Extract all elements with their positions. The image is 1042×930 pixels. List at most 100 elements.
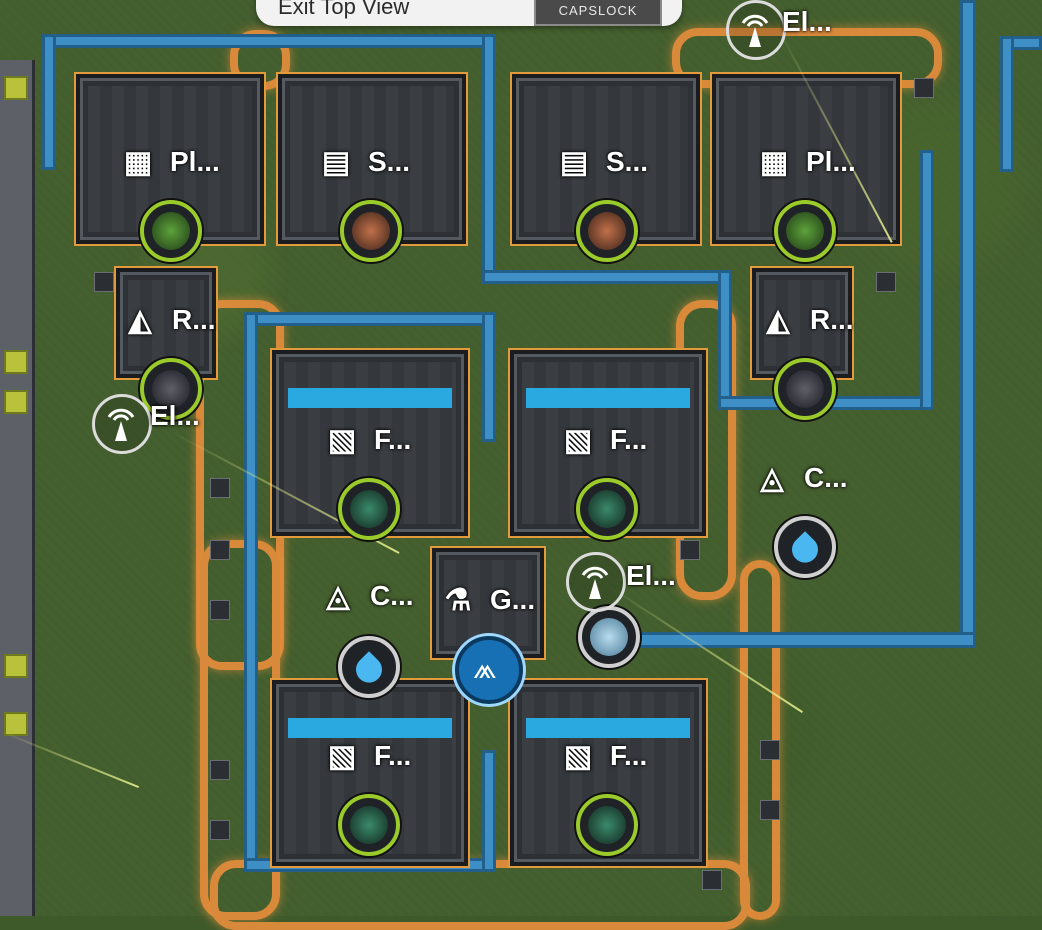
exit-top-view-label[interactable]: Exit Top View: [278, 0, 410, 19]
label-text: F...: [374, 424, 412, 455]
flask-icon: ⚗: [444, 583, 472, 617]
pipe-segment: [482, 312, 496, 442]
depot-hub[interactable]: ⩕: [455, 636, 523, 704]
label-text: S...: [606, 146, 649, 177]
item-slot-powder[interactable]: [578, 606, 640, 668]
capslock-key-hint: CAPSLOCK: [534, 0, 662, 26]
exit-top-view-bar[interactable]: Exit Top View CAPSLOCK: [256, 0, 682, 26]
filling-icon: ▧: [327, 423, 357, 457]
label-text: El...: [782, 6, 832, 37]
label-seed-unit: ▤ S...: [548, 142, 648, 182]
stripe-banner: [526, 388, 690, 408]
refining-icon: ◭: [128, 303, 152, 337]
label-text: F...: [374, 740, 412, 771]
label-text: F...: [610, 424, 648, 455]
pipe-segment: [42, 34, 496, 48]
pipe-segment: [244, 312, 494, 326]
collector-icon: ◬: [326, 579, 350, 613]
item-slot-crystal[interactable]: [576, 478, 638, 540]
label-collector: ◬ C...: [312, 576, 414, 616]
depot-hub-icon: ⩕: [473, 652, 497, 685]
seed-picking-icon: ▤: [559, 145, 589, 179]
belt-node: [210, 600, 230, 620]
label-grinding-unit: ⚗ G...: [432, 580, 536, 620]
belt-node: [680, 540, 700, 560]
label-text: El...: [626, 560, 676, 591]
signal-tower-icon: [107, 408, 135, 441]
belt-node: [94, 272, 114, 292]
planting-icon: ▦: [123, 145, 153, 179]
filling-icon: ▧: [563, 739, 593, 773]
refining-unit[interactable]: [752, 268, 852, 378]
label-text: S...: [368, 146, 411, 177]
belt-node: [760, 800, 780, 820]
filling-unit[interactable]: [272, 680, 468, 866]
belt-node: [210, 820, 230, 840]
label-filling-unit: ▧ F...: [316, 420, 412, 460]
label-planting-unit: ▦ Pl...: [748, 142, 856, 182]
collector-icon: ◬: [760, 461, 784, 495]
belt-node: [210, 478, 230, 498]
rail-node: [4, 76, 28, 100]
filling-icon: ▧: [327, 739, 357, 773]
electric-pylon[interactable]: [726, 0, 786, 60]
label-text: C...: [804, 462, 848, 493]
water-drop-icon: [786, 531, 824, 568]
pipe-segment: [42, 34, 56, 170]
pipe-segment: [244, 312, 258, 872]
belt-node: [876, 272, 896, 292]
label-refining-unit: ◭ R...: [114, 300, 216, 340]
electric-pylon[interactable]: [566, 552, 626, 612]
item-slot-seed[interactable]: [576, 200, 638, 262]
filling-icon: ▧: [563, 423, 593, 457]
item-slot-crystal[interactable]: [576, 794, 638, 856]
label-text: El...: [150, 400, 200, 431]
left-rail-conveyor: [0, 60, 35, 916]
label-filling-unit: ▧ F...: [316, 736, 412, 776]
pipe-segment: [600, 632, 976, 648]
label-text: F...: [610, 740, 648, 771]
item-slot-plant[interactable]: [140, 200, 202, 262]
stripe-banner: [288, 388, 452, 408]
item-slot-crystal[interactable]: [338, 794, 400, 856]
stripe-banner: [526, 718, 690, 738]
pipe-segment: [920, 150, 934, 410]
rail-node: [4, 712, 28, 736]
pipe-segment: [482, 34, 496, 284]
signal-tower-icon: [581, 566, 609, 599]
label-planting-unit: ▦ Pl...: [112, 142, 220, 182]
item-slot-plant[interactable]: [774, 200, 836, 262]
signal-tower-icon: [741, 14, 769, 47]
belt-node: [914, 78, 934, 98]
label-filling-unit: ▧ F...: [552, 736, 648, 776]
label-text: Pl...: [806, 146, 856, 177]
item-slot-water[interactable]: [774, 516, 836, 578]
item-slot-crystal[interactable]: [338, 478, 400, 540]
pipe-segment: [482, 270, 732, 284]
label-text: R...: [810, 304, 854, 335]
belt-node: [760, 740, 780, 760]
pipe-segment: [960, 0, 976, 648]
label-electric-pylon: El...: [782, 6, 832, 38]
item-slot-water[interactable]: [338, 636, 400, 698]
item-slot-seed[interactable]: [340, 200, 402, 262]
label-text: G...: [490, 584, 536, 615]
label-text: R...: [172, 304, 216, 335]
label-refining-unit: ◭ R...: [752, 300, 854, 340]
electric-pylon[interactable]: [92, 394, 152, 454]
seed-picking-icon: ▤: [321, 145, 351, 179]
rail-node: [4, 390, 28, 414]
label-collector: ◬ C...: [746, 458, 848, 498]
label-filling-unit: ▧ F...: [552, 420, 648, 460]
item-slot-ore[interactable]: [140, 358, 202, 420]
pipe-segment: [718, 270, 732, 410]
label-text: C...: [370, 580, 414, 611]
stripe-banner: [288, 718, 452, 738]
label-electric-pylon: El...: [150, 400, 200, 432]
belt-node: [210, 540, 230, 560]
belt-node: [210, 760, 230, 780]
label-electric-pylon: El...: [626, 560, 676, 592]
refining-icon: ◭: [766, 303, 790, 337]
item-slot-ore[interactable]: [774, 358, 836, 420]
planting-icon: ▦: [759, 145, 789, 179]
